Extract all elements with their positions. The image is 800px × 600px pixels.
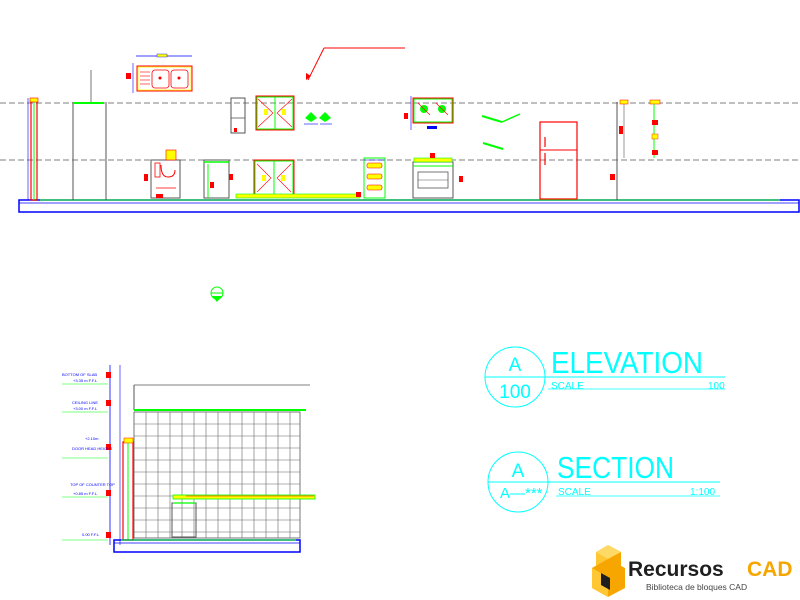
cooker <box>412 153 463 199</box>
recursoscad-logo: Recursos CAD Biblioteca de bloques CAD <box>592 545 793 597</box>
section-title-number: A—*** <box>500 485 543 502</box>
section-scale-label: SCALE <box>558 487 591 498</box>
label-floor-level: 0.00 F.F.L <box>82 532 100 537</box>
extractor-symbols <box>481 113 521 150</box>
logo-word-recursos: Recursos <box>628 558 724 581</box>
sink-base-cabinet <box>144 149 181 199</box>
section-marker-icon <box>210 286 224 302</box>
leader-arrow <box>306 47 405 81</box>
section-title-letter: A <box>512 461 525 482</box>
sink-plan-view <box>126 53 193 93</box>
elevation-scale-label: SCALE <box>551 381 584 392</box>
label-bottom-of-slab: BOTTOM OF SLAB <box>62 372 97 377</box>
label-door-head: DOOR HEAD HEIGHT <box>72 446 113 451</box>
floor-slab <box>18 199 800 213</box>
elevation-scale-value: 100 <box>708 381 725 392</box>
cube-logo-icon <box>592 545 625 597</box>
elevation-title-label: ELEVATION <box>551 345 703 380</box>
small-wall-cabinet <box>230 97 246 134</box>
refrigerator <box>539 121 578 200</box>
switch-panel <box>363 157 386 199</box>
kitchen-section: BOTTOM OF SLAB +3.35 m F.F.L CEILING LIN… <box>62 365 316 553</box>
upper-double-cabinet <box>255 95 295 131</box>
right-wall <box>610 99 661 200</box>
tiled-wall <box>133 411 301 539</box>
hob-plan-view <box>404 96 454 130</box>
label-bottom-of-slab-level: +3.35 m F.F.L <box>73 378 98 383</box>
left-wall <box>27 97 39 201</box>
base-unit <box>203 159 233 199</box>
section-scale-value: 1:100 <box>690 487 715 498</box>
logo-tagline: Biblioteca de bloques CAD <box>646 582 747 592</box>
label-top-of-counter: TOP OF COUNTER TOP <box>70 482 115 487</box>
elevation-title-letter: A <box>509 355 522 376</box>
label-ceiling-level: +3.00 m F.F.L <box>73 406 98 411</box>
section-title-label: SECTION <box>557 450 674 485</box>
label-door-head-level: +2.10m <box>85 436 99 441</box>
wall-fittings <box>304 112 332 125</box>
label-ceiling-line: CEILING LINE <box>72 400 98 405</box>
label-counter-level: +0.85 m F.F.L <box>73 491 98 496</box>
elevation-title-number: 100 <box>499 382 531 403</box>
lower-double-cabinet <box>235 159 361 199</box>
logo-word-cad: CAD <box>747 558 793 581</box>
kitchen-elevation <box>0 47 800 213</box>
elevation-title-block: A 100 ELEVATION SCALE 100 <box>484 345 725 408</box>
section-title-block: A A—*** SECTION SCALE 1:100 <box>487 450 720 513</box>
tall-unit <box>72 70 107 200</box>
